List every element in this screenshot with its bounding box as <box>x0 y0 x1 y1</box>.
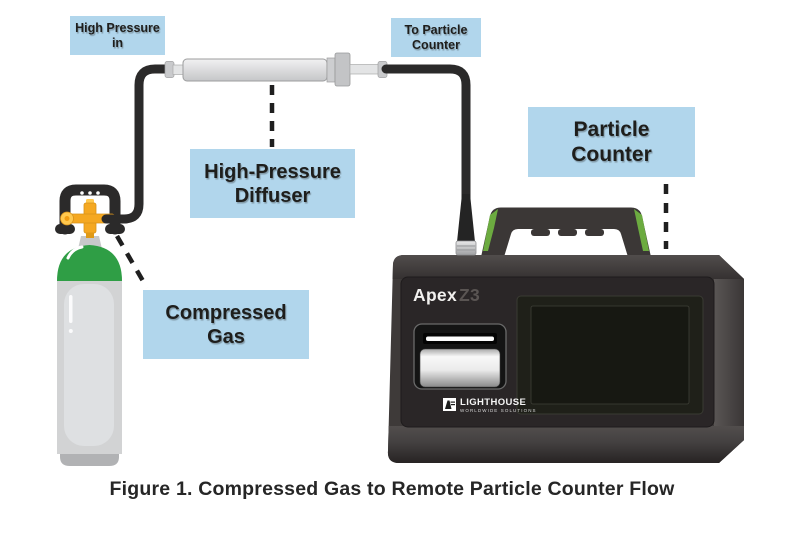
printer-paper-slot <box>426 336 494 341</box>
particle-counter-illustration <box>387 255 744 463</box>
cylinder-shine-dot <box>68 329 73 333</box>
label-high-pressure-in: High Pressure in <box>70 16 165 55</box>
diffuser-body <box>182 58 328 82</box>
diffuser-illustration <box>164 52 388 87</box>
diffuser-left-collar <box>164 61 175 78</box>
dashed-connector-compressed-gas <box>115 234 149 290</box>
lighthouse-logo: LIGHTHOUSE WORLDWIDE SOLUTIONS <box>443 398 537 414</box>
label-to-particle-counter: To Particle Counter <box>391 18 481 57</box>
tube-diffuser-to-counter <box>381 64 471 205</box>
diffuser-nut <box>334 52 351 87</box>
diffuser-right-stem <box>349 64 381 75</box>
device-handle <box>481 207 651 257</box>
device-top-band <box>387 255 744 279</box>
cylinder-body-highlight <box>64 284 114 446</box>
cylinder-shine-line <box>69 295 73 323</box>
lighthouse-logo-icon <box>443 398 456 411</box>
label-particle-counter: Particle Counter <box>528 107 695 177</box>
cylinder-dome <box>57 245 122 281</box>
label-compressed-gas: Compressed Gas <box>143 290 309 359</box>
device-side-panel <box>714 255 744 463</box>
inlet-cone <box>457 194 475 242</box>
brand-text: Apex <box>413 285 457 305</box>
figure-caption: Figure 1. Compressed Gas to Remote Parti… <box>109 478 675 500</box>
device-printer <box>413 323 507 390</box>
diffuser-collar <box>326 57 336 83</box>
cage-vent-dots <box>80 191 100 195</box>
printer-paper-roll <box>419 348 501 388</box>
handle-grip-notches <box>531 229 604 236</box>
model-text: Z3 <box>459 285 481 305</box>
device-screen <box>516 295 704 415</box>
logo-tagline: WORLDWIDE SOLUTIONS <box>460 408 537 413</box>
handle-green-accent-left <box>483 209 498 251</box>
handle-green-accent-right <box>634 209 649 251</box>
device-bottom-band <box>387 426 744 463</box>
regulator-illustration <box>55 184 125 238</box>
label-high-pressure-diffuser: High-Pressure Diffuser <box>190 149 355 218</box>
regulator-cage <box>59 184 121 235</box>
tube-cylinder-to-diffuser <box>101 64 175 224</box>
device-inlet-fitting <box>455 194 477 256</box>
logo-text: LIGHTHOUSE <box>460 397 527 408</box>
dome-highlight <box>66 245 84 260</box>
gas-cylinder-illustration <box>57 236 122 466</box>
